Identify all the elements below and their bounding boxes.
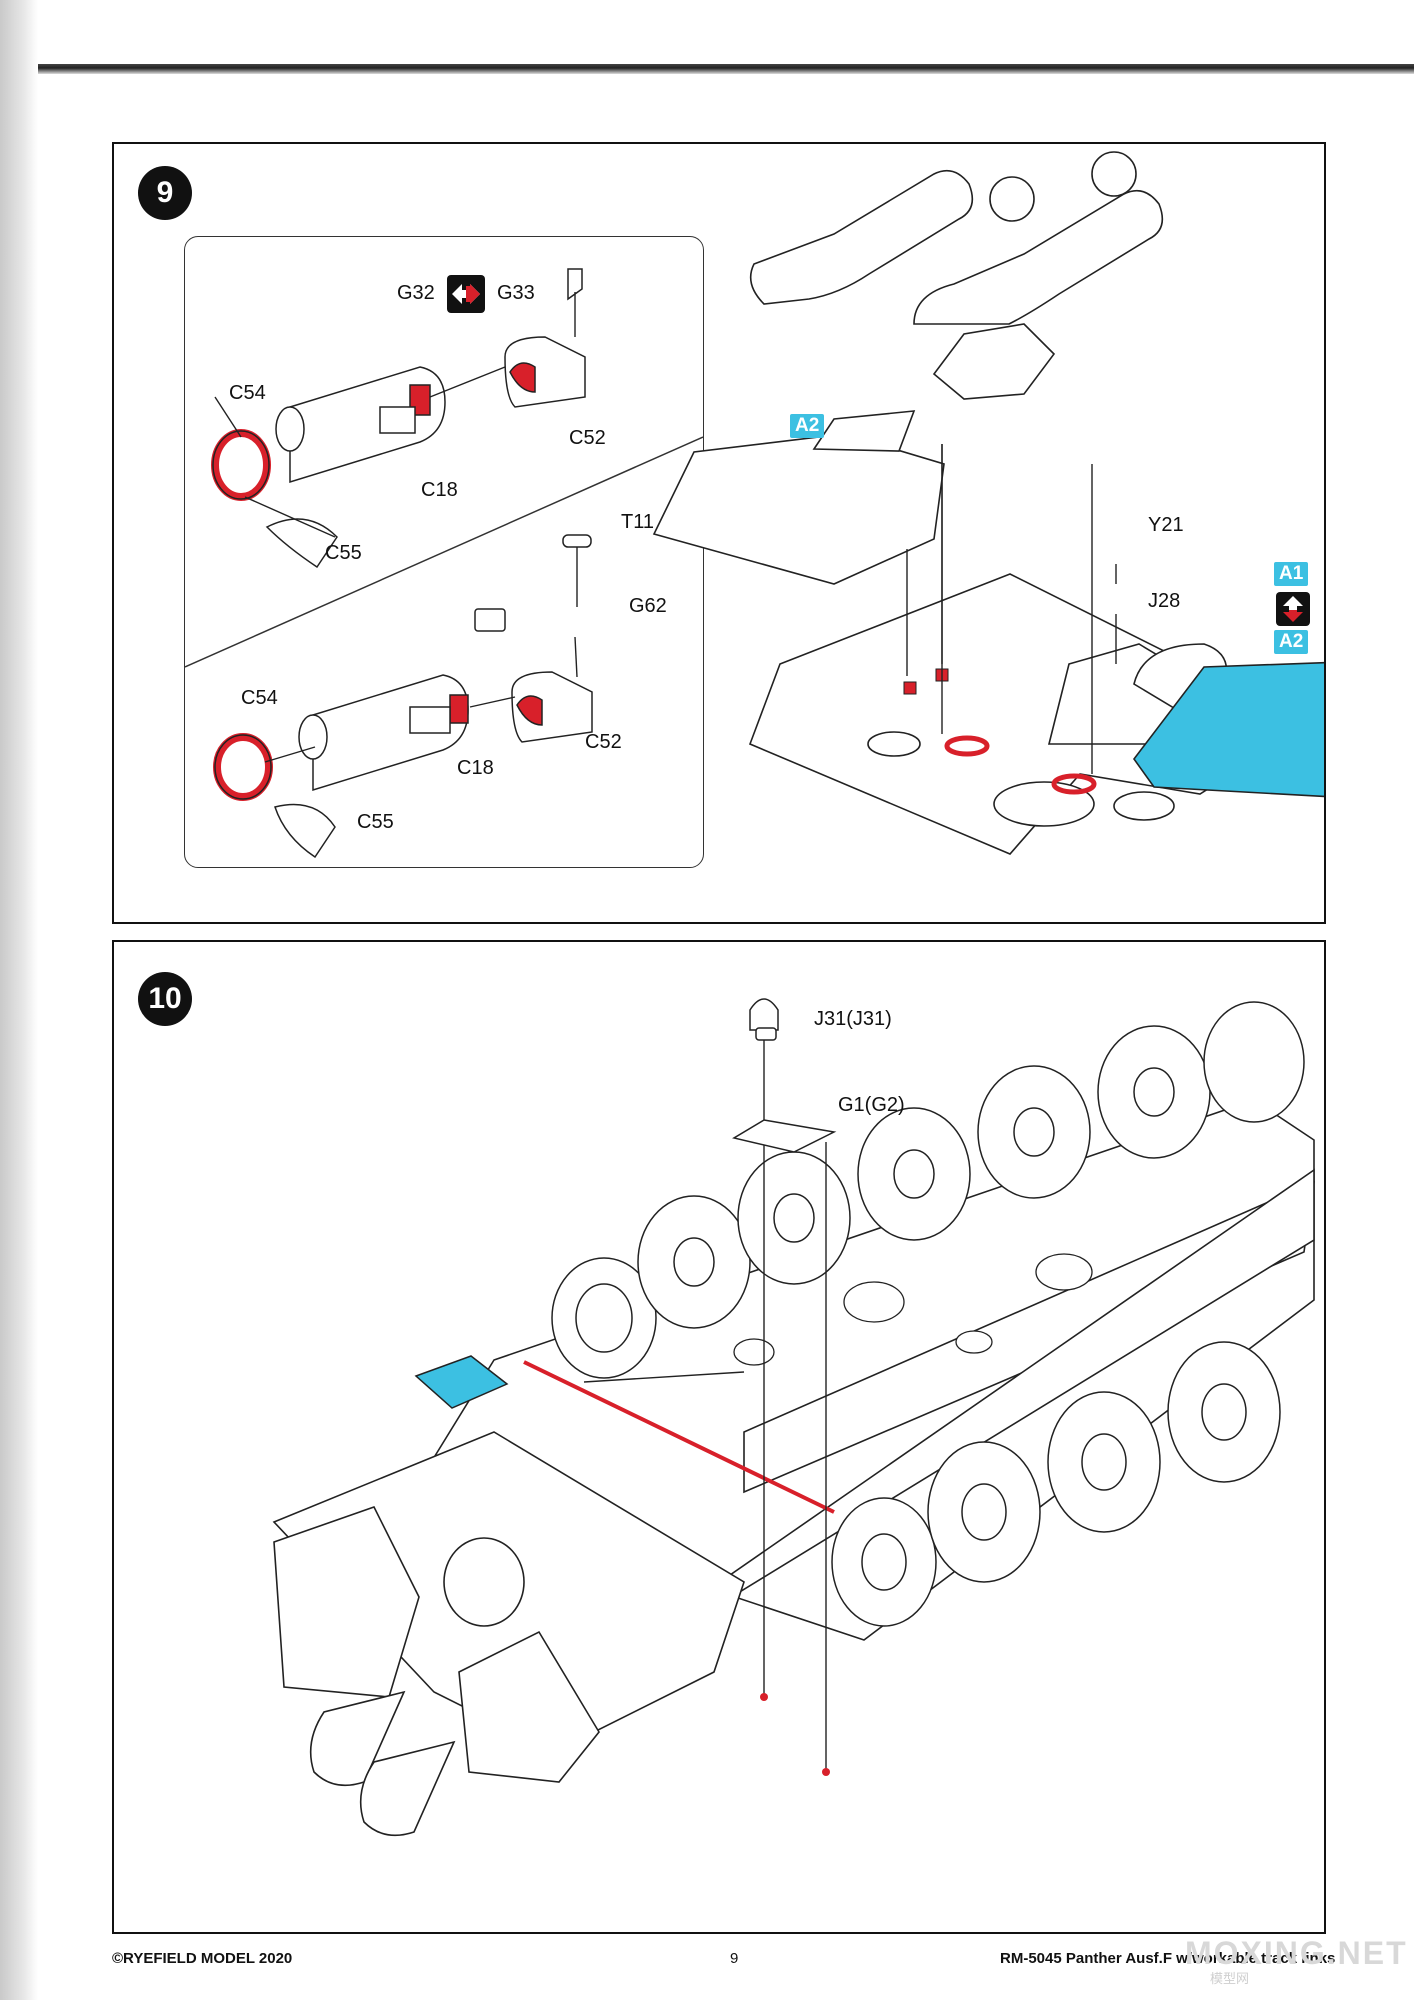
alternate-parts-icon [447,275,485,313]
watermark-sub: 模型网 [1210,1971,1250,1986]
swap-parts-icon [1276,592,1310,626]
footer-copyright: ©RYEFIELD MODEL 2020 [112,1950,293,1967]
hull-suspension-drawing [272,998,1315,1837]
label-c55: C55 [325,542,362,564]
label-g1: G1(G2) [838,1094,905,1116]
label-j31: J31(J31) [814,1008,892,1030]
top-rule [38,64,1414,74]
tag-a2-left: A2 [790,414,825,438]
label-c55-lower: C55 [357,811,394,833]
step-10-panel: 10 [112,940,1326,1934]
tow-bracket-blue [414,1355,509,1409]
sub-assembly-inset: C54 C55 C18 C52 G32 G33 C54 C55 C18 C52 … [184,236,704,868]
label-c18: C18 [421,479,458,501]
label-g33: G33 [497,282,535,304]
up-down-arrow-icon [1283,596,1303,622]
label-g62: G62 [629,595,667,617]
tag-a2-right: A2 [1274,630,1309,654]
inset-drawing [185,268,703,859]
step-9-panel: 9 [112,142,1326,924]
tag-a1: A1 [1274,562,1309,586]
exhaust-assembly-lower [213,534,593,859]
label-g32: G32 [397,282,435,304]
label-c54: C54 [229,382,266,404]
label-y21: Y21 [1148,514,1184,536]
step-10-badge: 10 [138,972,192,1026]
engine-deck-drawing [652,151,1324,855]
step-9-badge: 9 [138,166,192,220]
exhaust-assembly-upper [211,268,586,569]
label-c52-lower: C52 [585,731,622,753]
watermark: MOXING.NET [1185,1935,1408,1971]
engine-cover-blue [1133,661,1324,798]
footer-page-number: 9 [730,1950,739,1967]
page-edge-shadow [0,0,38,2000]
label-c54-lower: C54 [241,687,278,709]
double-arrow-icon [452,284,480,304]
label-j28: J28 [1148,590,1181,612]
footer-product: RM-5045 Panther Ausf.F w/workable track … [1000,1950,1336,1967]
label-c52: C52 [569,427,606,449]
label-t11: T11 [621,511,654,533]
label-c18-lower: C18 [457,757,494,779]
